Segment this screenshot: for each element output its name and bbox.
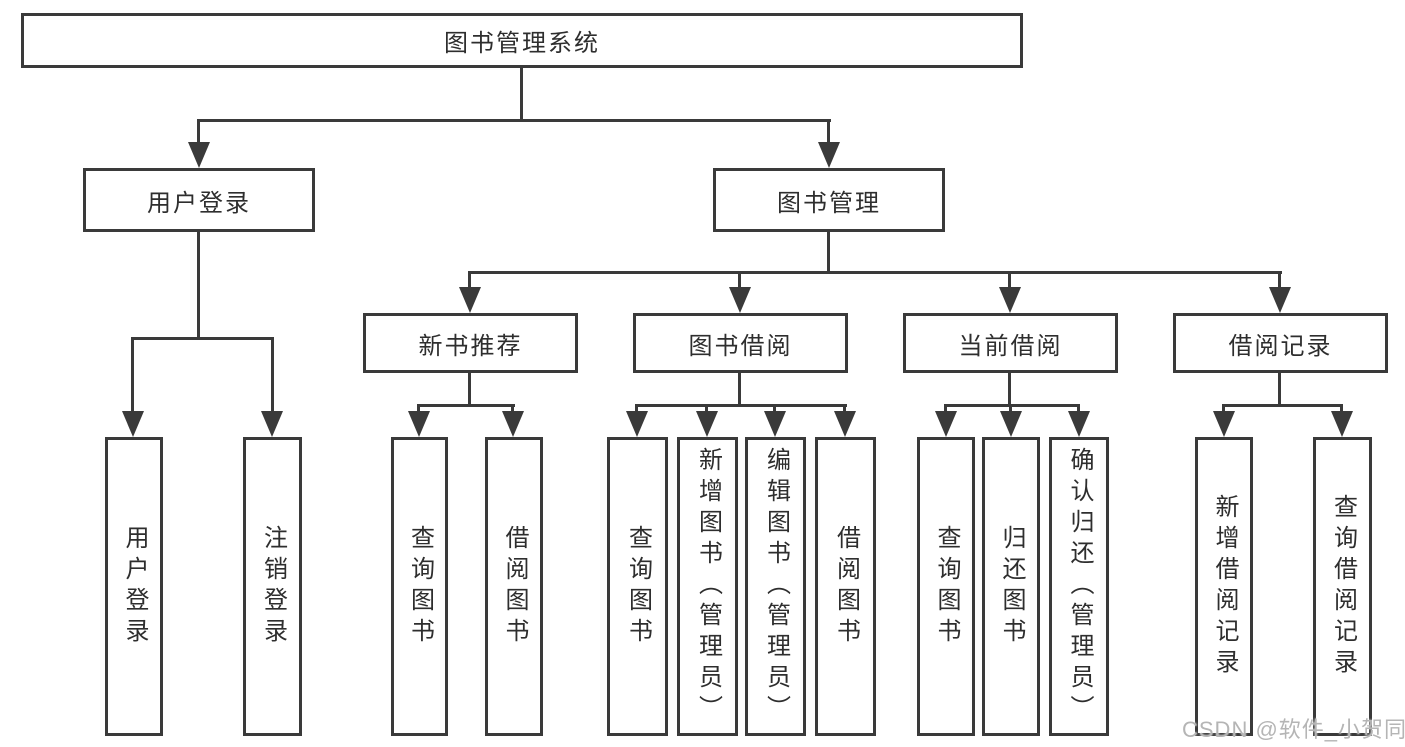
leaf-bb-borrow-books: 借阅图书 [815, 437, 876, 736]
down-arrowhead-icon [626, 411, 648, 437]
down-arrowhead-icon [261, 411, 283, 437]
node-library-management-system: 图书管理系统 [21, 13, 1023, 68]
leaf-bb-edit-books-admin-label: 编辑图书（管理员） [762, 447, 790, 726]
csdn-watermark: CSDN @软件_小贺同学 [1182, 717, 1405, 742]
connector-to-book-borrowing [738, 271, 741, 289]
connector-cb-trunk [1008, 373, 1011, 406]
leaf-nbr-query-books-label: 查询图书 [406, 524, 434, 649]
connector-bb-child3 [773, 404, 776, 413]
leaf-cb-return-books-label: 归还图书 [998, 524, 1025, 649]
connector-cb-hline [945, 404, 1080, 407]
connector-nbr-trunk [468, 373, 471, 406]
down-arrowhead-icon [1213, 411, 1235, 437]
connector-book-management-trunk [827, 232, 830, 272]
connector-br-child2 [1340, 404, 1343, 413]
down-arrowhead-icon [1269, 287, 1291, 313]
leaf-nbr-borrow-books: 借阅图书 [485, 437, 543, 736]
leaf-cb-query-books: 查询图书 [917, 437, 975, 736]
connector-cb-child2 [1009, 404, 1012, 413]
down-arrowhead-icon [1331, 411, 1353, 437]
leaf-br-query-record: 查询借阅记录 [1313, 437, 1372, 736]
connector-to-borrowing-records [1278, 271, 1281, 289]
leaf-cb-query-books-label: 查询图书 [933, 524, 960, 649]
leaf-bb-add-books-admin: 新增图书（管理员） [677, 437, 738, 736]
connector-cb-child3 [1077, 404, 1080, 413]
connector-user-login-trunk [197, 232, 200, 337]
leaf-nbr-borrow-books-label: 借阅图书 [501, 524, 528, 649]
connector-bb-child2 [705, 404, 708, 413]
down-arrowhead-icon [1068, 411, 1090, 437]
leaf-bb-query-books: 查询图书 [607, 437, 668, 736]
leaf-bb-add-books-admin-label: 新增图书（管理员） [694, 447, 722, 726]
connector-to-current-borrowing [1008, 271, 1011, 289]
connector-level1-hline [197, 119, 831, 122]
leaf-br-add-record: 新增借阅记录 [1195, 437, 1253, 736]
node-book-management: 图书管理 [713, 168, 945, 232]
node-book-borrowing: 图书借阅 [633, 313, 848, 373]
connector-to-new-book [468, 271, 471, 289]
down-arrowhead-icon [696, 411, 718, 437]
down-arrowhead-icon [729, 287, 751, 313]
connector-to-user-login [197, 119, 200, 144]
connector-bb-child1 [635, 404, 638, 413]
connector-to-book-management [827, 119, 830, 144]
connector-level3-hline [469, 271, 1282, 274]
leaf-nbr-query-books: 查询图书 [391, 437, 448, 736]
connector-to-leaf-logout [271, 337, 274, 413]
down-arrowhead-icon [459, 287, 481, 313]
leaf-user-login: 用户登录 [105, 437, 163, 736]
leaf-bb-edit-books-admin: 编辑图书（管理员） [745, 437, 806, 736]
leaf-br-add-record-label: 新增借阅记录 [1211, 493, 1238, 680]
node-borrowing-records: 借阅记录 [1173, 313, 1388, 373]
connector-root-trunk [520, 68, 523, 120]
connector-cb-child1 [944, 404, 947, 413]
node-current-borrowing: 当前借阅 [903, 313, 1118, 373]
connector-nbr-hline [418, 404, 515, 407]
connector-br-hline [1223, 404, 1343, 407]
connector-bb-child4 [843, 404, 846, 413]
leaf-cb-confirm-return-admin-label: 确认归还（管理员） [1066, 447, 1093, 726]
node-user-login: 用户登录 [83, 168, 315, 232]
down-arrowhead-icon [1000, 411, 1022, 437]
leaf-bb-query-books-label: 查询图书 [624, 524, 652, 649]
leaf-logout-login-label: 注销登录 [259, 524, 287, 649]
down-arrowhead-icon [408, 411, 430, 437]
leaf-bb-borrow-books-label: 借阅图书 [832, 524, 860, 649]
connector-to-leaf-user-login [131, 337, 134, 413]
leaf-user-login-label: 用户登录 [121, 524, 148, 649]
down-arrowhead-icon [764, 411, 786, 437]
connector-bb-trunk [738, 373, 741, 406]
down-arrowhead-icon [122, 411, 144, 437]
connector-bb-hline [636, 404, 847, 407]
connector-nbr-child1 [417, 404, 420, 413]
connector-br-child1 [1222, 404, 1225, 413]
down-arrowhead-icon [834, 411, 856, 437]
leaf-logout-login: 注销登录 [243, 437, 302, 736]
down-arrowhead-icon [188, 142, 210, 168]
leaf-br-query-record-label: 查询借阅记录 [1329, 493, 1357, 680]
down-arrowhead-icon [999, 287, 1021, 313]
connector-user-login-hline [132, 337, 274, 340]
node-new-book-recommendation: 新书推荐 [363, 313, 578, 373]
leaf-cb-return-books: 归还图书 [982, 437, 1040, 736]
leaf-cb-confirm-return-admin: 确认归还（管理员） [1049, 437, 1109, 736]
down-arrowhead-icon [502, 411, 524, 437]
down-arrowhead-icon [935, 411, 957, 437]
connector-nbr-child2 [511, 404, 514, 413]
down-arrowhead-icon [818, 142, 840, 168]
connector-br-trunk [1278, 373, 1281, 406]
